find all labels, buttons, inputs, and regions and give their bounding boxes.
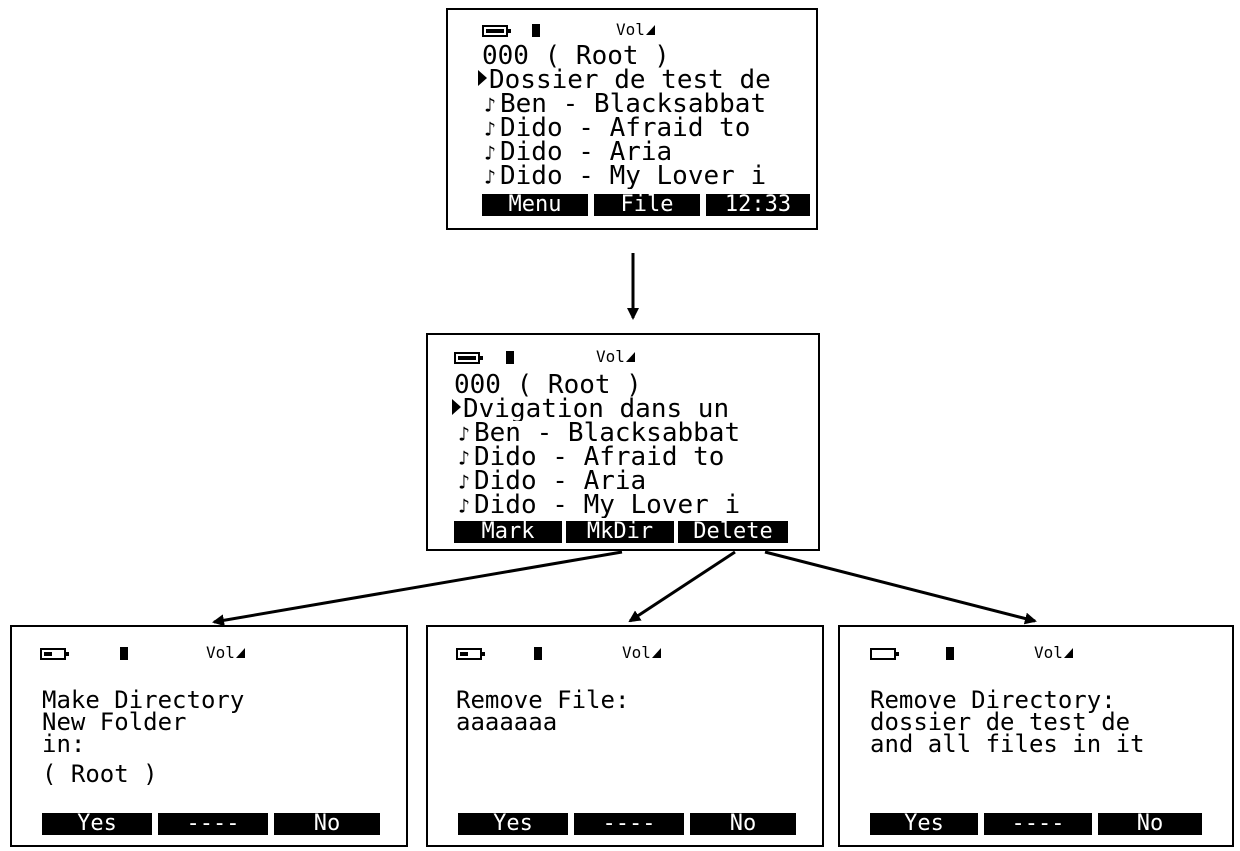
list-item[interactable]: ♪Dido - Aria (484, 140, 673, 165)
lock-indicator-icon (506, 351, 514, 364)
list-item-selected[interactable]: Dossier de test de (478, 68, 816, 92)
list-item[interactable]: ♪Dido - My Lover i (484, 164, 767, 189)
yes-button[interactable]: Yes (42, 813, 152, 835)
music-note-icon: ♪ (484, 93, 497, 117)
status-bar: Vol (482, 20, 850, 42)
list-item[interactable]: ♪Dido - Afraid to (484, 116, 751, 141)
volume-label: Vol (622, 643, 661, 663)
music-note-icon: ♪ (484, 141, 497, 165)
screen-remove-directory: Vol Remove Directory: dossier de test de… (838, 625, 1234, 847)
softkey-mkdir[interactable]: MkDir (566, 521, 674, 543)
dialog-line: aaaaaaa (456, 708, 558, 736)
softkey-mark[interactable]: Mark (454, 521, 562, 543)
dialog-title: Remove File: (456, 686, 630, 714)
yes-button[interactable]: Yes (870, 813, 978, 835)
yes-button[interactable]: Yes (458, 813, 568, 835)
volume-icon (651, 648, 661, 658)
arrow-middle-to-make-dir (212, 550, 623, 627)
music-note-icon: ♪ (484, 117, 497, 141)
list-item[interactable]: ♪Ben - Blacksabbat (458, 421, 741, 446)
volume-label: Vol (206, 643, 245, 663)
music-note-icon: ♪ (484, 165, 497, 189)
volume-icon (235, 648, 245, 658)
volume-icon (625, 352, 635, 362)
softkey-file[interactable]: File (594, 194, 700, 216)
blank-button[interactable]: ---- (158, 813, 268, 835)
path-line: 000 ( Root ) (454, 370, 642, 400)
lock-indicator-icon (532, 24, 540, 37)
status-bar: Vol (456, 643, 850, 665)
volume-label: Vol (596, 347, 635, 367)
battery-low-icon (40, 648, 69, 660)
arrow-middle-to-remove-file (628, 550, 736, 623)
music-note-icon: ♪ (458, 470, 471, 494)
music-note-icon: ♪ (458, 422, 471, 446)
screen-make-directory: Vol Make Directory New Folder in: ( Root… (10, 625, 408, 847)
selection-arrow-icon (452, 399, 461, 415)
blank-button[interactable]: ---- (574, 813, 684, 835)
dialog-title: Make Directory (42, 686, 245, 714)
volume-icon (645, 25, 655, 35)
battery-empty-icon (870, 648, 899, 660)
dialog-line: ( Root ) (42, 760, 158, 788)
arrow-middle-to-remove-dir (764, 550, 1037, 625)
selection-arrow-icon (478, 70, 487, 86)
softkey-bar: Yes ---- No (458, 813, 796, 835)
no-button[interactable]: No (1098, 813, 1202, 835)
softkey-delete[interactable]: Delete (678, 521, 788, 543)
softkey-bar: Menu File 12:33 (482, 194, 810, 216)
battery-low-icon (456, 648, 485, 660)
list-item[interactable]: ♪Dido - My Lover i (458, 493, 741, 518)
lock-indicator-icon (946, 647, 954, 660)
no-button[interactable]: No (274, 813, 380, 835)
lock-indicator-icon (120, 647, 128, 660)
status-bar: Vol (40, 643, 434, 665)
dialog-title: Remove Directory: (870, 686, 1116, 714)
softkey-clock[interactable]: 12:33 (706, 194, 810, 216)
softkey-menu[interactable]: Menu (482, 194, 588, 216)
list-item[interactable]: ♪Dido - Aria (458, 469, 647, 494)
screen-remove-file: Vol Remove File: aaaaaaa Yes ---- No (426, 625, 824, 847)
status-bar: Vol (870, 643, 1240, 665)
screen-middle-browser: Vol 000 ( Root ) Dvigation dans un ♪Ben … (426, 333, 820, 551)
dialog-line: New Folder (42, 708, 187, 736)
music-note-icon: ♪ (458, 494, 471, 518)
blank-button[interactable]: ---- (984, 813, 1092, 835)
dialog-line: in: (42, 730, 86, 758)
volume-label: Vol (1034, 643, 1073, 663)
battery-full-icon (482, 25, 511, 37)
softkey-bar: Yes ---- No (870, 813, 1202, 835)
list-item-selected[interactable]: Dvigation dans un (452, 397, 818, 421)
lock-indicator-icon (534, 647, 542, 660)
dialog-line: and all files in it (870, 730, 1145, 758)
list-item[interactable]: ♪Ben - Blacksabbat (484, 92, 767, 117)
softkey-bar: Mark MkDir Delete (454, 521, 788, 543)
music-note-icon: ♪ (458, 446, 471, 470)
list-item[interactable]: ♪Dido - Afraid to (458, 445, 725, 470)
battery-full-icon (454, 352, 483, 364)
path-line: 000 ( Root ) (482, 41, 670, 71)
status-bar: Vol (454, 347, 844, 369)
dialog-line: dossier de test de (870, 708, 1131, 736)
volume-icon (1063, 648, 1073, 658)
no-button[interactable]: No (690, 813, 796, 835)
volume-label: Vol (616, 20, 655, 40)
screen-top-browser: Vol 000 ( Root ) Dossier de test de ♪Ben… (446, 8, 818, 230)
softkey-bar: Yes ---- No (42, 813, 380, 835)
